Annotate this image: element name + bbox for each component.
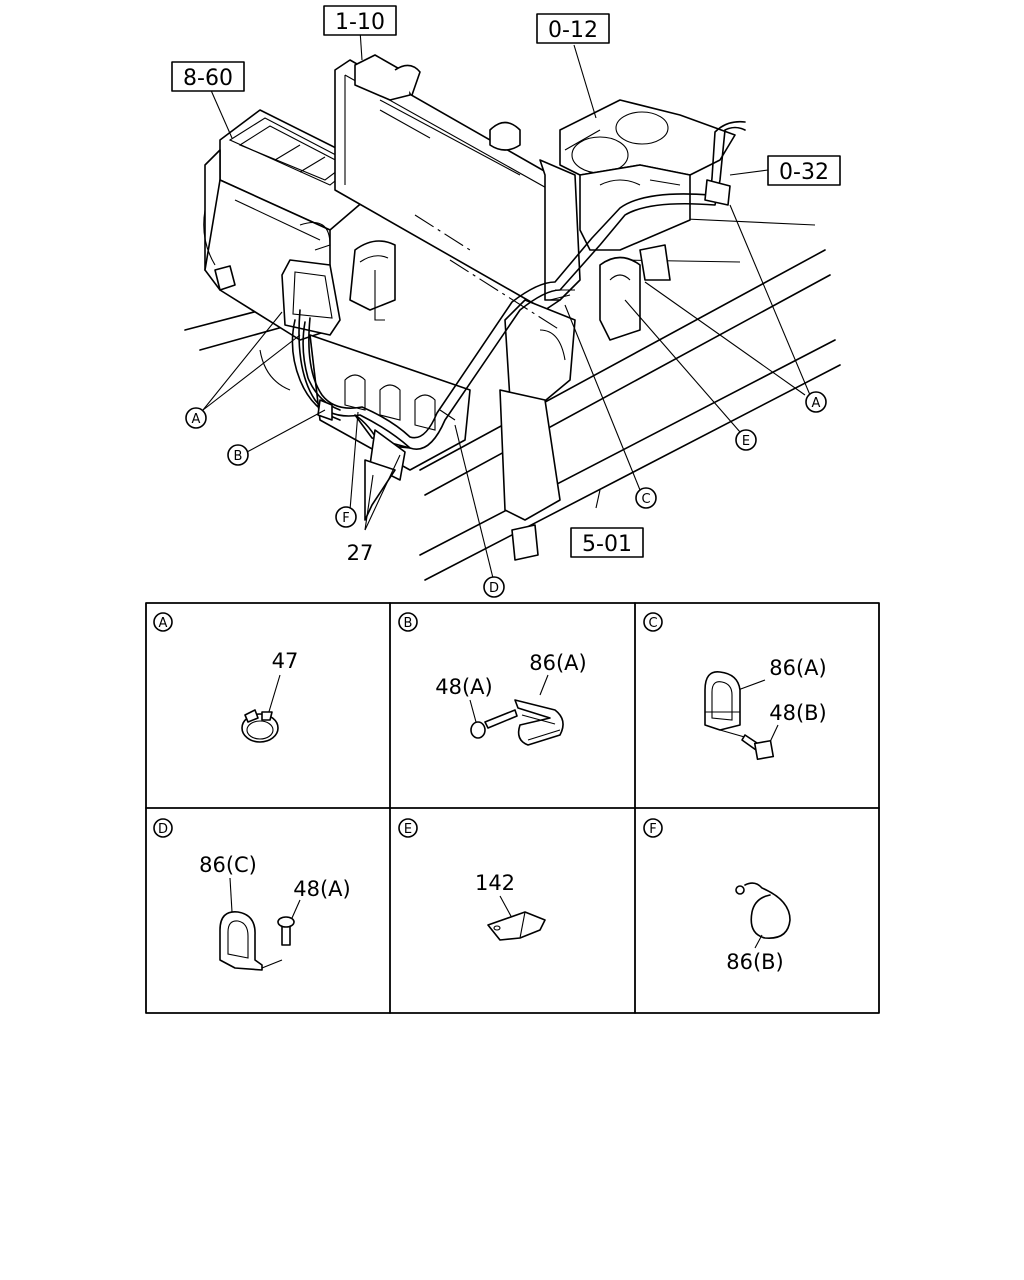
ref-label: 0-12 (548, 18, 598, 43)
callout-e: E (735, 429, 757, 451)
callout-c: C (635, 487, 657, 509)
part-number-48b: 48(B) (769, 701, 827, 725)
panel-letter: F (649, 822, 656, 837)
clip-86b (735, 882, 791, 939)
detail-panel-c: C 86(A) 48(B) (643, 612, 827, 761)
panel-letter: D (158, 822, 168, 837)
center-line (449, 259, 561, 331)
bolt-48a (470, 709, 518, 739)
engine-block (499, 99, 736, 561)
detail-panel-d: D 86(C) 48(A) (153, 818, 351, 971)
ref-box-5-01: 5-01 (570, 527, 644, 558)
callout-d: D (483, 576, 505, 598)
radiator (334, 54, 581, 311)
callout-a-right: A (805, 391, 827, 413)
center-line-2 (414, 214, 471, 251)
panel-letter: E (404, 822, 412, 837)
panel-letter: A (159, 616, 168, 631)
svg-text:C: C (641, 492, 650, 507)
svg-text:D: D (489, 581, 499, 596)
ref-box-0-12: 0-12 (536, 13, 610, 44)
panel-letter: B (404, 616, 413, 631)
ref-box-8-60: 8-60 (171, 61, 245, 92)
bracket-142 (487, 911, 546, 941)
part-number-48a: 48(A) (435, 675, 492, 699)
heater-hose-27 (291, 120, 746, 521)
ref-box-1-10: 1-10 (323, 5, 397, 36)
heater-unit (203, 109, 396, 341)
svg-text:B: B (234, 449, 243, 464)
detail-panel-f: F 86(B) (643, 818, 791, 974)
ref-label: 5-01 (582, 532, 632, 557)
callout-f: F (335, 506, 357, 528)
bolt-48b (741, 734, 775, 761)
svg-text:A: A (192, 412, 201, 427)
svg-text:F: F (342, 511, 349, 526)
part-number-86a: 86(A) (529, 651, 586, 675)
part-number-86a: 86(A) (769, 656, 826, 680)
part-number-48a: 48(A) (293, 877, 350, 901)
clip-86c (219, 911, 263, 971)
hose-clamp-47 (241, 709, 279, 743)
engine-assembly-illustration: 1-10 0-12 8-60 0-32 5-01 A B F (171, 5, 841, 598)
ref-box-0-32: 0-32 (767, 155, 841, 186)
part-number-86b: 86(B) (726, 950, 784, 974)
callout-b: B (227, 444, 249, 466)
panel-letter: C (648, 616, 657, 631)
detail-panel-b: B 86(A) 48(A) (398, 612, 587, 746)
detail-panel-a: A 47 (153, 612, 299, 743)
bolt-48a-d (277, 916, 295, 946)
detail-grid (145, 602, 880, 1014)
lower-block (259, 334, 471, 471)
svg-text:E: E (742, 434, 750, 449)
clip-86a (514, 699, 564, 746)
part-number-47: 47 (272, 649, 299, 673)
part-number-27: 27 (347, 541, 374, 565)
svg-text:A: A (812, 396, 821, 411)
part-number-86c: 86(C) (199, 853, 257, 877)
ref-label: 0-32 (779, 160, 829, 185)
callout-a-left: A (185, 407, 207, 429)
ref-label: 1-10 (335, 10, 385, 35)
clip-86a-c (704, 671, 749, 739)
detail-panel-e: E 142 (398, 818, 546, 941)
part-number-142: 142 (475, 871, 515, 895)
ref-label: 8-60 (183, 66, 233, 91)
